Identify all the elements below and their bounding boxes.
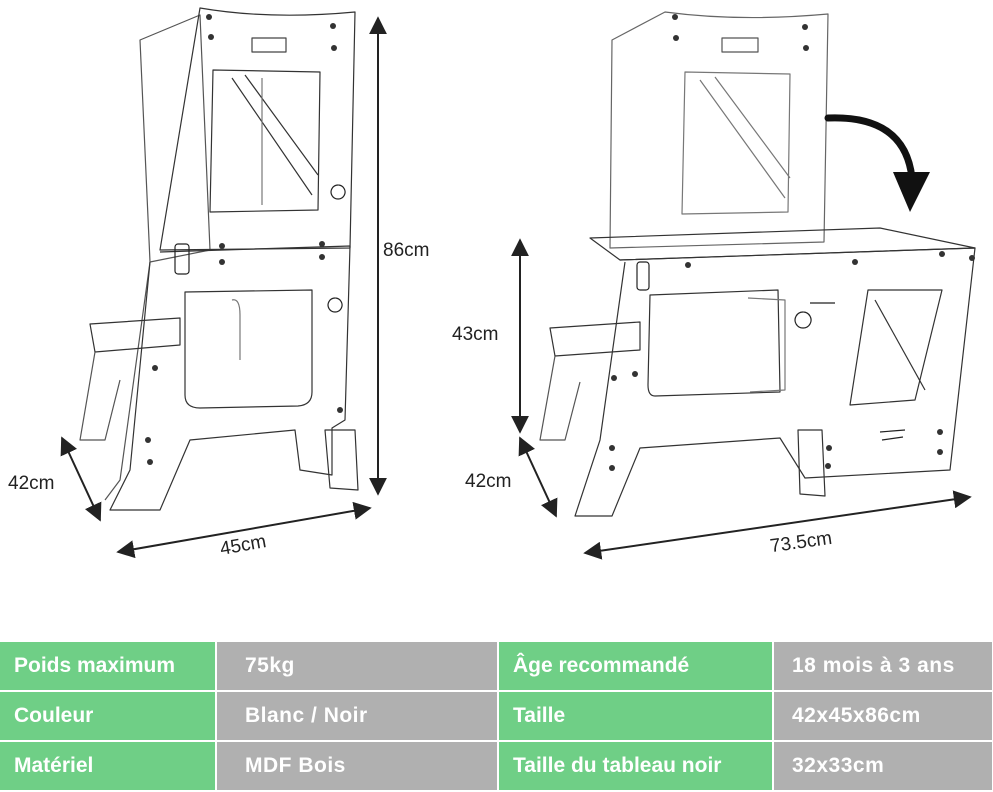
spec-value: 32x33cm	[773, 741, 993, 792]
specifications-table: Poids maximum 75kg Âge recommandé 18 moi…	[0, 642, 993, 792]
learning-tower-drawing	[79, 7, 359, 511]
desk-mode-drawing	[539, 11, 976, 517]
spec-label: Couleur	[0, 691, 217, 742]
spec-label: Poids maximum	[0, 642, 217, 692]
spec-value: 42x45x86cm	[773, 691, 993, 742]
spec-label: Matériel	[0, 741, 217, 792]
product-illustration	[60, 7, 976, 560]
desk-depth-label: 42cm	[465, 471, 512, 492]
fold-rotation-arrow-icon	[824, 114, 930, 212]
desk-height-label: 43cm	[452, 324, 499, 345]
spec-value: MDF Bois	[216, 741, 499, 792]
tower-depth-label: 42cm	[8, 473, 55, 494]
spec-row: Poids maximum 75kg Âge recommandé 18 moi…	[0, 642, 993, 692]
spec-value: Blanc / Noir	[216, 691, 499, 742]
spec-row: Couleur Blanc / Noir Taille 42x45x86cm	[0, 691, 993, 742]
spec-value: 18 mois à 3 ans	[773, 642, 993, 692]
spec-label: Âge recommandé	[498, 642, 774, 692]
spec-value: 75kg	[216, 642, 499, 692]
spec-label: Taille du tableau noir	[498, 741, 774, 792]
desk-dimension-arrows	[511, 238, 972, 560]
spec-row: Matériel MDF Bois Taille du tableau noir…	[0, 741, 993, 792]
tower-height-label: 86cm	[383, 240, 430, 261]
spec-label: Taille	[498, 691, 774, 742]
tower-dimension-arrows	[60, 16, 387, 559]
